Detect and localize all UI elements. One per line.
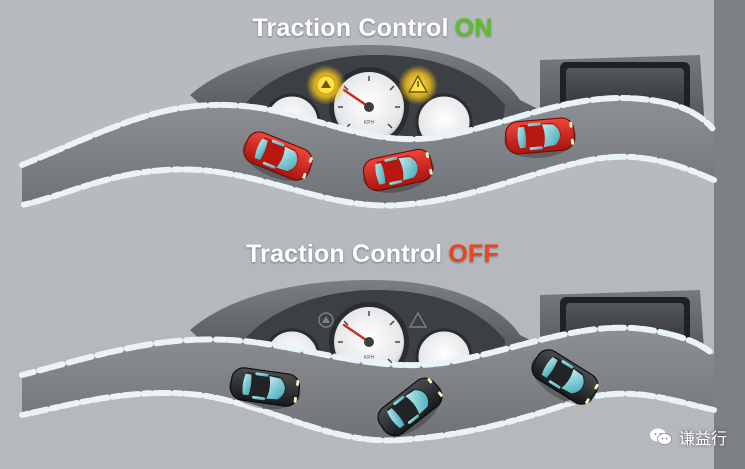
hazard-warning-icon-lit	[398, 65, 438, 105]
wechat-icon	[649, 428, 672, 445]
panel-on	[19, 43, 717, 209]
watermark: 谦益行	[649, 423, 727, 451]
watermark-text: 谦益行	[678, 429, 727, 448]
title-state-off: OFF	[448, 240, 499, 268]
traction-control-warning-icon-lit	[306, 65, 346, 105]
title-state-on: ON	[454, 14, 493, 42]
snow-edge-bottom-off	[19, 390, 717, 444]
snow-edge-top-off	[19, 324, 717, 378]
hazard-warning-icon-unlit	[408, 311, 428, 328]
right-edge-strip	[714, 0, 745, 469]
title-label-on: Traction Control	[252, 14, 449, 42]
panel-off	[19, 278, 717, 448]
snow-edge-top-on	[19, 95, 717, 168]
title-label-off: Traction Control	[246, 240, 443, 268]
snow-edge-bottom-on	[19, 153, 717, 209]
traction-control-warning-icon-unlit	[318, 312, 334, 328]
